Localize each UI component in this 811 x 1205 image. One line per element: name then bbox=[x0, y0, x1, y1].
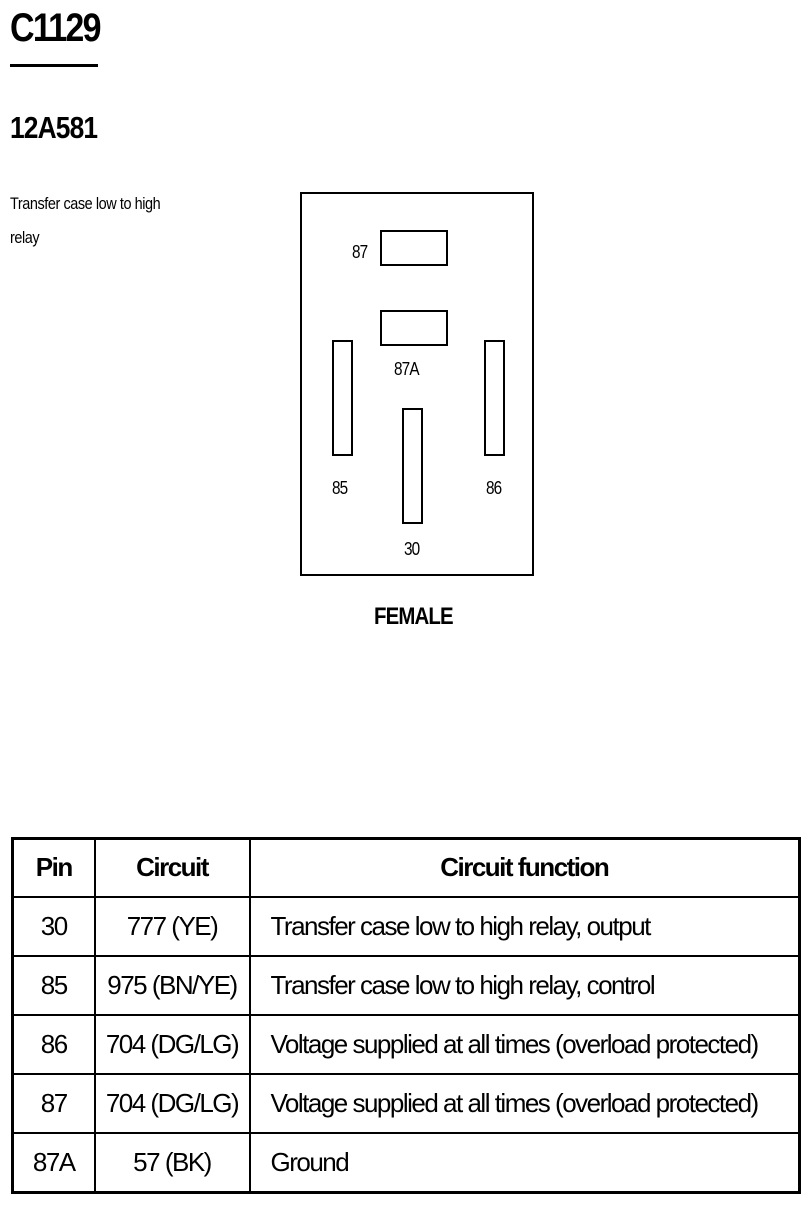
table-row: 87 704 (DG/LG) Voltage supplied at all t… bbox=[11, 1072, 801, 1134]
function-cell: Transfer case low to high relay, output bbox=[248, 895, 801, 957]
function-cell: Ground bbox=[248, 1131, 801, 1194]
connector-gender-label: FEMALE bbox=[374, 603, 454, 630]
pin-cell: 30 bbox=[11, 895, 96, 957]
table-header-row: Pin Circuit Circuit function bbox=[11, 837, 801, 898]
connector-description: Transfer case low to high relay bbox=[10, 194, 161, 247]
terminal-87-label: 87 bbox=[352, 242, 368, 262]
terminal-86 bbox=[484, 340, 505, 456]
table-row: 30 777 (YE) Transfer case low to high re… bbox=[11, 895, 801, 957]
circuit-cell: 777 (YE) bbox=[93, 895, 251, 957]
pin-table: Pin Circuit Circuit function 30 777 (YE)… bbox=[11, 837, 801, 1194]
terminal-30-label: 30 bbox=[404, 539, 420, 559]
table-row: 86 704 (DG/LG) Voltage supplied at all t… bbox=[11, 1013, 801, 1075]
terminal-87 bbox=[380, 230, 448, 266]
terminal-86-label: 86 bbox=[486, 478, 502, 498]
terminal-85 bbox=[332, 340, 353, 456]
circuit-cell: 704 (DG/LG) bbox=[93, 1013, 251, 1075]
circuit-cell: 704 (DG/LG) bbox=[93, 1072, 251, 1134]
circuit-cell: 57 (BK) bbox=[93, 1131, 251, 1194]
circuit-cell: 975 (BN/YE) bbox=[93, 954, 251, 1016]
terminal-30 bbox=[402, 408, 423, 524]
terminal-87a bbox=[380, 310, 448, 346]
column-header-circuit: Circuit bbox=[93, 837, 251, 898]
column-header-circuit-function: Circuit function bbox=[248, 837, 801, 898]
function-cell: Voltage supplied at all times (overload … bbox=[248, 1072, 801, 1134]
connector-id-underline bbox=[10, 64, 98, 67]
function-cell: Transfer case low to high relay, control bbox=[248, 954, 801, 1016]
connector-id: C1129 bbox=[10, 6, 102, 50]
connector-face-diagram: 87 87A 85 86 30 bbox=[300, 192, 534, 576]
pin-cell: 85 bbox=[11, 954, 96, 1016]
terminal-87a-label: 87A bbox=[394, 359, 420, 379]
column-header-pin: Pin bbox=[11, 837, 96, 898]
pin-cell: 87 bbox=[11, 1072, 96, 1134]
part-number: 12A581 bbox=[10, 110, 98, 145]
function-cell: Voltage supplied at all times (overload … bbox=[248, 1013, 801, 1075]
table-row: 87A 57 (BK) Ground bbox=[11, 1131, 801, 1194]
table-row: 85 975 (BN/YE) Transfer case low to high… bbox=[11, 954, 801, 1016]
pin-cell: 87A bbox=[11, 1131, 96, 1194]
pin-cell: 86 bbox=[11, 1013, 96, 1075]
terminal-85-label: 85 bbox=[332, 478, 348, 498]
